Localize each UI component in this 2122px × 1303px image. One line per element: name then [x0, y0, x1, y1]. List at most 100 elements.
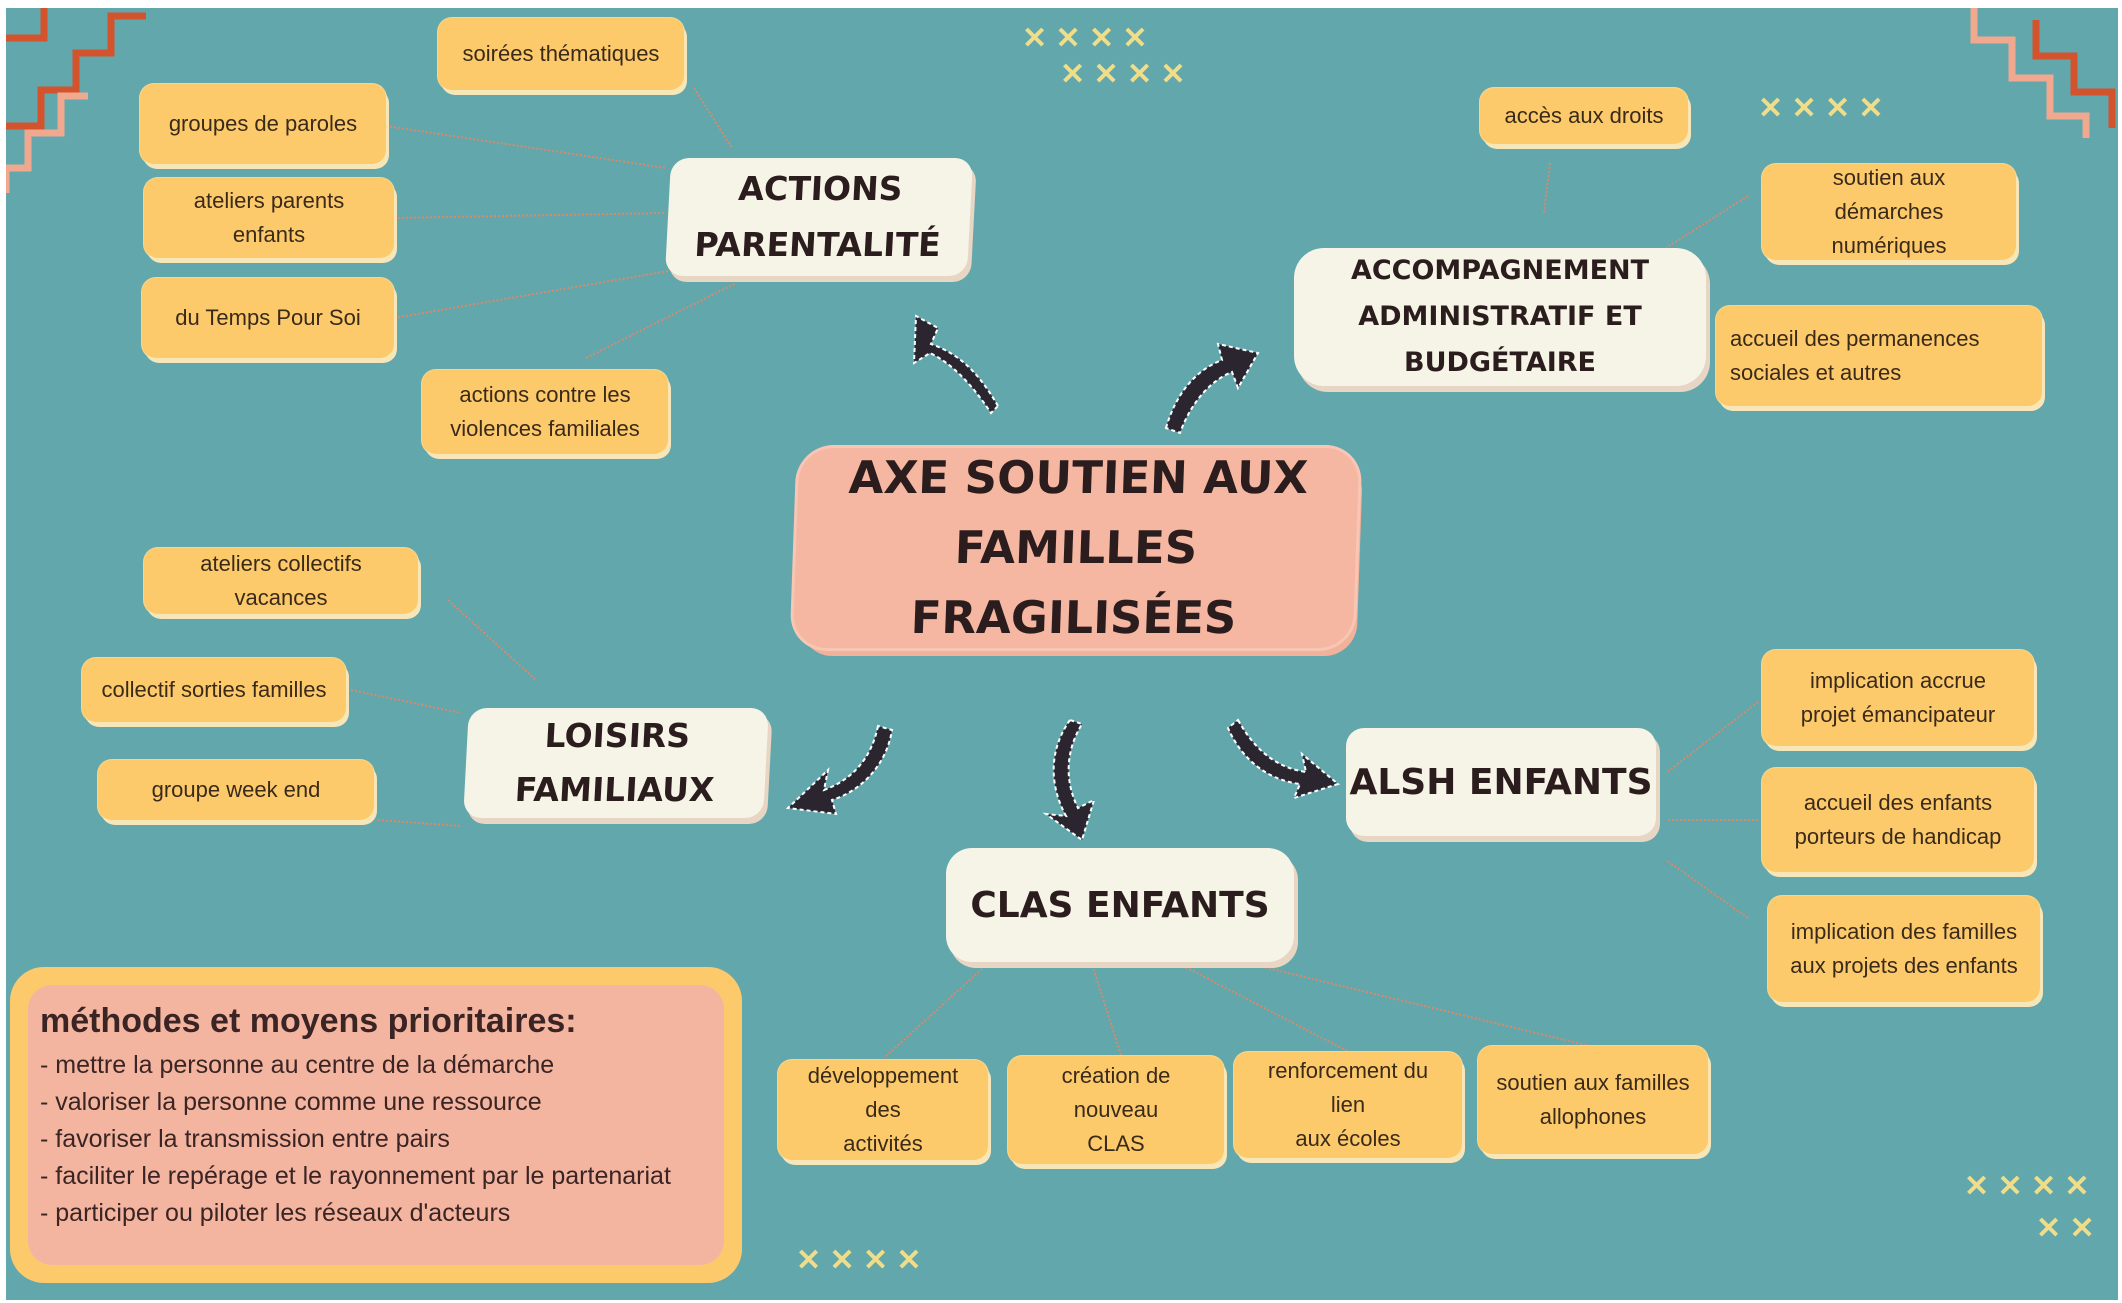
hub-label: CLAS ENFANTS — [970, 884, 1270, 926]
connector-line — [385, 125, 667, 169]
leaf-text: sociales et autres — [1730, 360, 1902, 385]
hub-accompagnement: ACCOMPAGNEMENT ADMINISTRATIF ET BUDGÉTAI… — [1294, 248, 1706, 386]
methods-title: méthodes et moyens prioritaires: — [40, 1002, 577, 1040]
zigzag-decoration-icon — [1970, 8, 2116, 138]
central-theme-node: AXE SOUTIEN AUX FAMILLES FRAGILISÉES — [792, 448, 1360, 648]
cross-pattern-icon: ✕ ✕ — [2036, 1212, 2095, 1245]
zigzag-decoration-icon — [6, 8, 146, 193]
leaf-text: renforcement du lien — [1267, 1058, 1429, 1117]
leaf-accueil-handicap: accueil des enfants porteurs de handicap — [1762, 768, 2034, 872]
leaf-text: CLAS — [1087, 1131, 1145, 1156]
leaf-text: numériques — [1831, 233, 1947, 258]
leaf-text: du Temps Pour Soi — [175, 305, 361, 330]
cross-pattern-icon: ✕ ✕ ✕ ✕ — [1758, 92, 1884, 125]
hub-label: FAMILIAUX — [513, 770, 716, 809]
curved-arrow-icon — [1226, 718, 1341, 800]
leaf-permanences-sociales: accueil des permanences sociales et autr… — [1716, 306, 2042, 406]
leaf-creation-clas: création de nouveau CLAS — [1008, 1056, 1224, 1164]
leaf-text: projet émancipateur — [1800, 702, 1996, 727]
mind-map-canvas: ✕ ✕ ✕ ✕ ✕ ✕ ✕ ✕ ✕ ✕ ✕ ✕ ✕ ✕ ✕ ✕ ✕ ✕ ✕ ✕ … — [6, 8, 2118, 1300]
connector-line — [447, 599, 537, 681]
curved-arrow-icon — [912, 314, 1000, 415]
hub-label: ADMINISTRATIF ET BUDGÉTAIRE — [1358, 301, 1642, 378]
leaf-ateliers-parents: ateliers parents enfants — [144, 178, 394, 258]
connector-line — [350, 689, 462, 714]
leaf-text: collectif sorties familles — [101, 677, 327, 702]
leaf-text: développement des — [807, 1063, 959, 1122]
connector-line — [1089, 957, 1122, 1056]
hub-label: ACCOMPAGNEMENT — [1350, 255, 1650, 286]
leaf-text: allophones — [1539, 1104, 1647, 1129]
leaf-text: soirées thématiques — [462, 41, 660, 66]
leaf-text: soutien aux démarches — [1832, 165, 1946, 224]
connector-line — [1225, 957, 1599, 1049]
connector-line — [1543, 162, 1551, 214]
connector-line — [393, 267, 687, 319]
leaf-text: actions contre les — [459, 382, 631, 407]
connector-line — [1665, 195, 1749, 249]
leaf-familles-allophones: soutien aux familles allophones — [1478, 1046, 1708, 1154]
connector-line — [883, 957, 995, 1059]
connector-line — [693, 87, 733, 149]
connector-line — [393, 212, 667, 219]
leaf-lien-ecoles: renforcement du lien aux écoles — [1234, 1052, 1462, 1158]
hub-label: ACTIONS — [737, 169, 904, 208]
cross-pattern-icon: ✕ ✕ ✕ ✕ — [1964, 1170, 2090, 1203]
methods-item: - faciliter le repérage et le rayonnemen… — [40, 1162, 671, 1190]
leaf-text: soutien aux familles — [1496, 1070, 1690, 1095]
leaf-groupes-paroles: groupes de paroles — [140, 84, 386, 164]
connector-line — [377, 819, 462, 827]
hub-label: LOISIRS — [543, 716, 692, 755]
cross-pattern-icon: ✕ ✕ ✕ ✕ — [1060, 58, 1186, 91]
curved-arrow-icon — [785, 724, 894, 816]
curved-arrow-icon — [1042, 718, 1096, 842]
curved-arrow-icon — [1164, 342, 1260, 435]
cross-pattern-icon: ✕ ✕ ✕ ✕ — [1022, 22, 1148, 55]
central-theme-line-1: AXE SOUTIEN AUX — [847, 451, 1310, 504]
leaf-text: ateliers parents enfants — [193, 188, 345, 247]
leaf-ateliers-vacances: ateliers collectifs vacances — [144, 548, 418, 614]
methods-inner: méthodes et moyens prioritaires: - mettr… — [28, 985, 724, 1265]
leaf-implication-projet: implication accrue projet émancipateur — [1762, 650, 2034, 746]
cross-pattern-icon: ✕ ✕ ✕ ✕ — [796, 1244, 922, 1277]
methods-item: - participer ou piloter les réseaux d'ac… — [40, 1199, 511, 1227]
leaf-text: accueil des enfants — [1803, 790, 1993, 815]
methods-item: - favoriser la transmission entre pairs — [40, 1125, 450, 1153]
methods-box: méthodes et moyens prioritaires: - mettr… — [10, 967, 742, 1283]
leaf-text: implication accrue — [1809, 668, 1987, 693]
methods-item: - valoriser la personne comme une ressou… — [40, 1088, 542, 1116]
connector-line — [1665, 859, 1749, 919]
hub-label: ALSH ENFANTS — [1349, 761, 1653, 803]
hub-actions-parentalite: ACTIONS PARENTALITÉ — [664, 158, 974, 276]
decorations-layer — [6, 8, 2116, 1059]
hub-loisirs-familiaux: LOISIRS FAMILIAUX — [463, 708, 769, 818]
leaf-temps-pour-soi: du Temps Pour Soi — [142, 278, 394, 358]
leaf-sorties-familles: collectif sorties familles — [82, 658, 346, 722]
connector-line — [1167, 957, 1352, 1054]
leaf-violences-familiales: actions contre les violences familiales — [422, 370, 668, 454]
connector-line — [585, 282, 737, 359]
leaf-text: accès aux droits — [1504, 103, 1664, 128]
leaf-developpement-activites: développement des activités — [778, 1060, 988, 1160]
leaf-implication-familles: implication des familles aux projets des… — [1768, 896, 2040, 1002]
leaf-text: groupe week end — [151, 777, 321, 802]
leaf-soirees-thematiques: soirées thématiques — [438, 18, 684, 90]
hub-alsh-enfants: ALSH ENFANTS — [1346, 728, 1656, 836]
leaf-text: aux écoles — [1295, 1126, 1401, 1151]
leaf-text: violences familiales — [450, 416, 640, 441]
connector-line — [1665, 701, 1759, 774]
leaf-text: porteurs de handicap — [1794, 824, 2002, 849]
central-theme-line-2: FAMILLES FRAGILISÉES — [909, 521, 1238, 644]
hub-clas-enfants: CLAS ENFANTS — [946, 848, 1294, 962]
hub-label: PARENTALITÉ — [693, 225, 942, 264]
leaf-groupe-week-end: groupe week end — [98, 760, 374, 820]
leaf-text: accueil des permanences — [1730, 326, 1980, 351]
leaf-demarches-numeriques: soutien aux démarches numériques — [1762, 164, 2016, 260]
methods-item: - mettre la personne au centre de la dém… — [40, 1051, 555, 1079]
leaf-text: aux projets des enfants — [1790, 953, 2018, 978]
leaf-text: activités — [843, 1131, 923, 1156]
leaf-text: ateliers collectifs vacances — [200, 551, 362, 610]
leaf-text: création de nouveau — [1061, 1063, 1171, 1122]
leaf-text: groupes de paroles — [168, 111, 358, 136]
leaf-acces-droits: accès aux droits — [1480, 88, 1688, 144]
